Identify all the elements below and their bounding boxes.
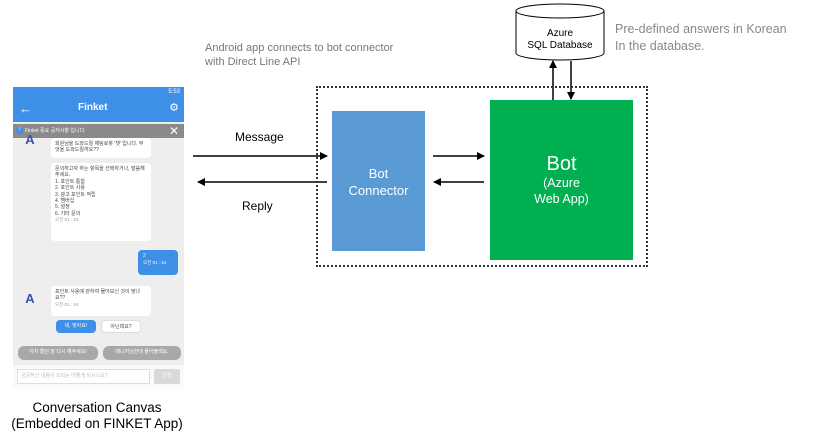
caption-line: (Embedded on FINKET App) (11, 416, 183, 431)
bot-avatar: A (25, 291, 35, 306)
send-button[interactable]: 전송 (154, 369, 180, 384)
user-message-text: 2 (143, 253, 146, 259)
notice-banner[interactable]: !Finket 중요 공지사항 입니다. ✕ (13, 124, 184, 138)
bot-box: Bot (Azure Web App) (490, 100, 633, 260)
bot-title: Bot (546, 153, 577, 175)
bot-menu-item: 4. 멤버십 (55, 198, 75, 205)
suggestion-repeat[interactable]: 아차 했던 말 다시 해주세요! (18, 346, 98, 360)
conversation-canvas-phone: 5:53 ← Finket ⚙ !Finket 중요 공지사항 입니다. ✕ A… (13, 87, 184, 389)
message-time: 오전 01 : 23 (55, 217, 79, 223)
bot-message: 포인트 사용에 관하여 물어보신 것이 맞나요?? 오전 01 : 24 (51, 286, 151, 316)
caption-line: Conversation Canvas (32, 400, 162, 415)
message-time: 오전 01 : 24 (55, 301, 79, 307)
chip-no[interactable]: 아닌데요? (101, 320, 141, 333)
chip-yes[interactable]: 네, 맞아요! (56, 320, 96, 333)
database-label-line: SQL Database (527, 40, 593, 51)
phone-caption: Conversation Canvas (Embedded on FINKET … (0, 400, 194, 432)
bot-message: 회원님을 도와드릴 채팅로봇 '챗' 입니다. 무엇을 도와드릴까요?? (51, 138, 151, 158)
connector-label-line: Connector (348, 183, 409, 198)
bot-menu-message: 문의하고자 하는 항목을 선택하거나, 말씀해주세요. 1. 포인트 통합 2.… (51, 163, 151, 241)
message-label: Message (235, 130, 284, 144)
bot-subtitle-line: (Azure (543, 176, 580, 190)
database-note-line: Pre-defined answers in Korean (615, 22, 787, 36)
status-bar: 5:53 (13, 87, 184, 98)
input-bar: 궁금하신 내용이 오직는 어떻게 되시나요? 전송 (13, 365, 184, 389)
database-note: Pre-defined answers in Korean In the dat… (615, 21, 820, 55)
reply-label: Reply (242, 199, 273, 213)
app-bar: ← Finket ⚙ (13, 98, 184, 122)
message-input[interactable]: 궁금하신 내용이 오직는 어떻게 되시나요? (17, 369, 150, 384)
database-label-line: Azure (546, 28, 574, 39)
android-note-line: Android app connects to bot connector (205, 42, 394, 54)
database-label: Azure SQL Database (518, 28, 602, 52)
bot-connector-box: Bot Connector (332, 111, 425, 251)
bot-subtitle-line: Web App) (534, 192, 589, 206)
database-icon (515, 3, 605, 61)
suggestion-manager[interactable]: 매니저님한테 물어볼래요. (103, 346, 181, 360)
bot-message-text: 회원님을 도와드릴 채팅로봇 '챗' 입니다. 무엇을 도와드릴까요?? (55, 141, 144, 154)
android-note-line: with Direct Line API (205, 56, 301, 68)
message-time: 오전 01 : 24 (143, 260, 167, 265)
back-arrow-icon[interactable]: ← (19, 101, 32, 116)
azure-boundary (316, 86, 648, 267)
bot-menu-item: 5. 설정 (55, 204, 70, 211)
notice-text: Finket 중요 공지사항 입니다. (25, 128, 86, 134)
android-note: Android app connects to bot connector wi… (205, 41, 445, 69)
bot-menu-item: 3. 광고 포인트 적립 (55, 191, 96, 198)
bot-question-text: 포인트 사용에 관하여 물어보신 것이 맞나요?? (55, 289, 141, 302)
status-time: 5:53 (168, 89, 180, 95)
database-note-line: In the database. (615, 39, 705, 53)
bot-menu-item: 6. 기타 문의 (55, 210, 81, 217)
notice-badge: ! (16, 127, 23, 135)
bot-menu-intro: 문의하고자 하는 항목을 선택하거나, 말씀해주세요. (55, 166, 145, 179)
gear-icon[interactable]: ⚙ (169, 102, 179, 114)
bot-menu-item: 1. 포인트 통합 (55, 178, 85, 185)
app-title: Finket (78, 102, 108, 113)
bot-menu-item: 2. 포인트 사용 (55, 185, 85, 192)
bot-avatar: A (25, 132, 35, 147)
connector-label-line: Bot (368, 166, 389, 181)
close-icon[interactable]: ✕ (168, 124, 179, 138)
user-message: 2 오전 01 : 24 (138, 250, 178, 275)
